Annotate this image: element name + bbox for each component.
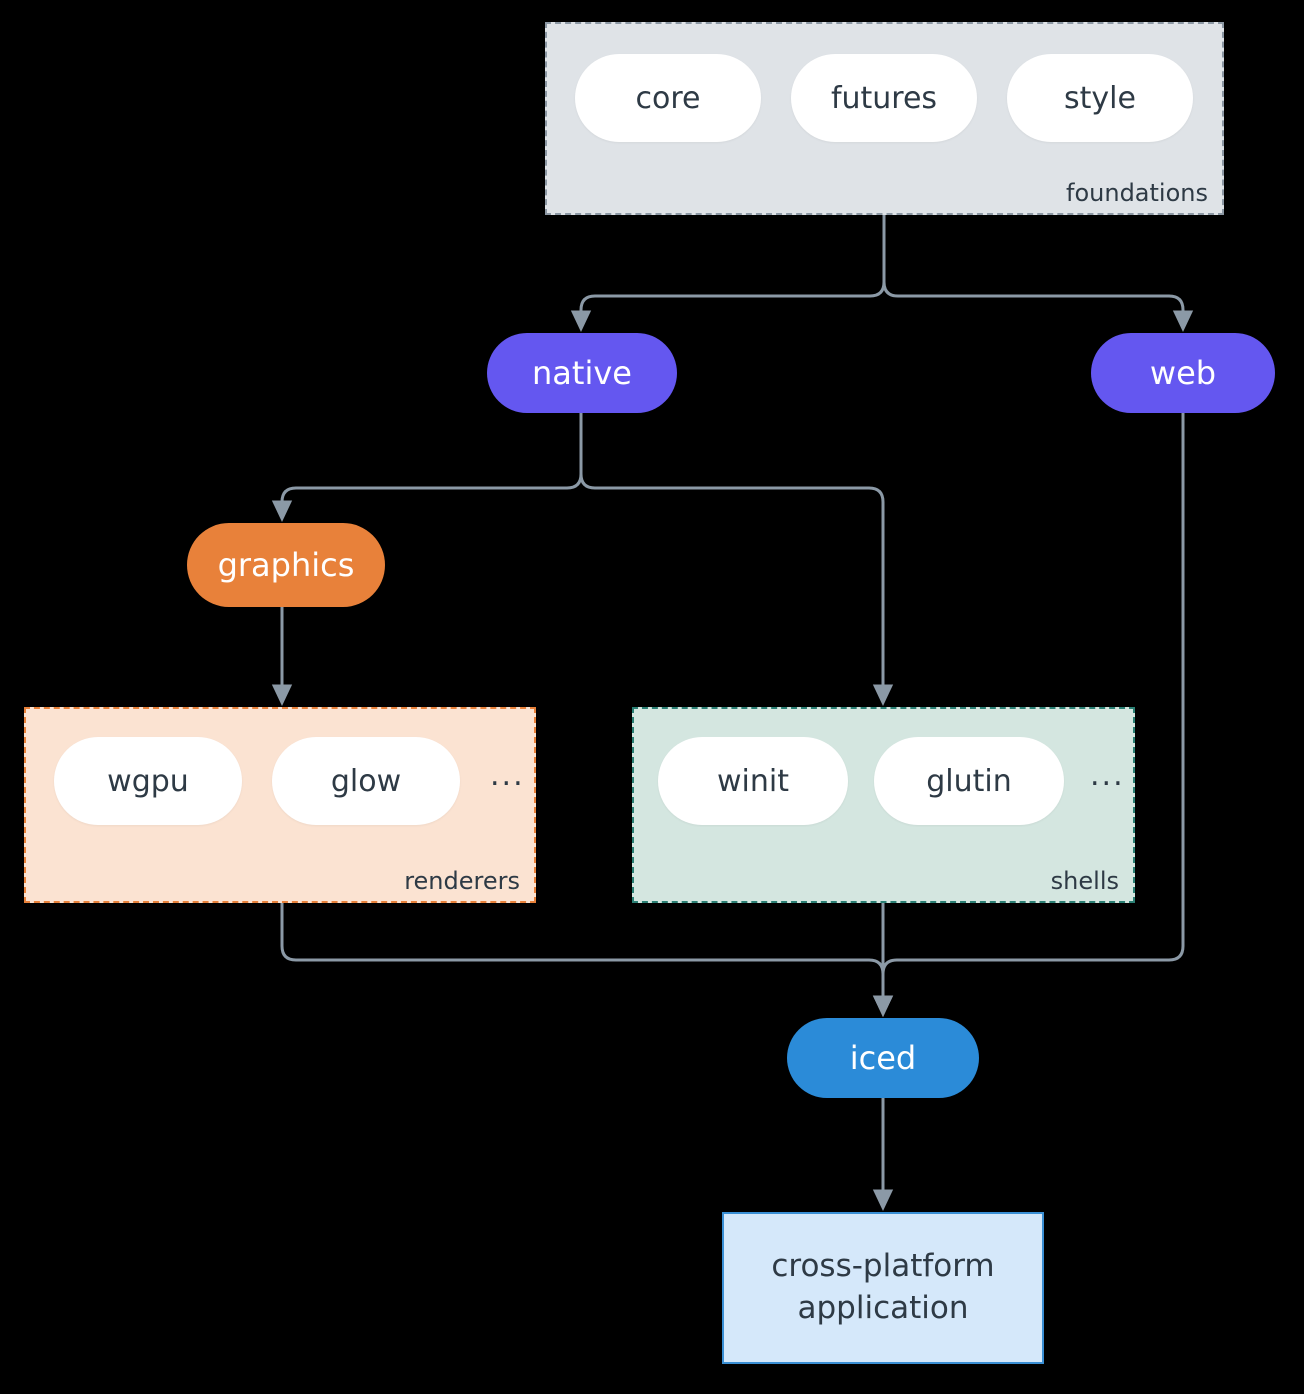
- node-iced[interactable]: iced: [787, 1018, 979, 1098]
- group-label-shells: shells: [1050, 867, 1119, 895]
- pill-glow[interactable]: glow: [272, 737, 460, 825]
- pill-winit[interactable]: winit: [658, 737, 848, 825]
- group-shells: winit glutin ... shells: [632, 707, 1135, 903]
- node-native[interactable]: native: [487, 333, 677, 413]
- app-label-line1: cross-platform: [771, 1248, 995, 1285]
- renderers-more-ellipsis: ...: [490, 758, 525, 793]
- edge-foundations-native: [570, 215, 886, 333]
- pill-core[interactable]: core: [575, 54, 761, 142]
- shells-pill-row: winit glutin ...: [658, 737, 1125, 825]
- node-cross-platform-application[interactable]: cross-platform application: [722, 1212, 1044, 1364]
- edge-native-graphics: [271, 413, 583, 523]
- node-web[interactable]: web: [1091, 333, 1275, 413]
- foundations-pill-row: core futures style: [575, 54, 1193, 142]
- group-foundations: core futures style foundations: [545, 22, 1224, 215]
- edge-native-shells: [579, 413, 894, 707]
- app-label-line2: application: [797, 1290, 969, 1326]
- shells-more-ellipsis: ...: [1090, 758, 1125, 793]
- pill-futures[interactable]: futures: [791, 54, 977, 142]
- pill-glutin[interactable]: glutin: [874, 737, 1064, 825]
- group-label-renderers: renderers: [404, 867, 520, 895]
- group-renderers: wgpu glow ... renderers: [24, 707, 536, 903]
- pill-wgpu[interactable]: wgpu: [54, 737, 242, 825]
- node-graphics[interactable]: graphics: [187, 523, 385, 607]
- edge-foundations-web: [882, 215, 1194, 333]
- edge-renderers-iced: [280, 903, 894, 1018]
- group-label-foundations: foundations: [1066, 179, 1208, 207]
- renderers-pill-row: wgpu glow ...: [54, 737, 525, 825]
- pill-style[interactable]: style: [1007, 54, 1193, 142]
